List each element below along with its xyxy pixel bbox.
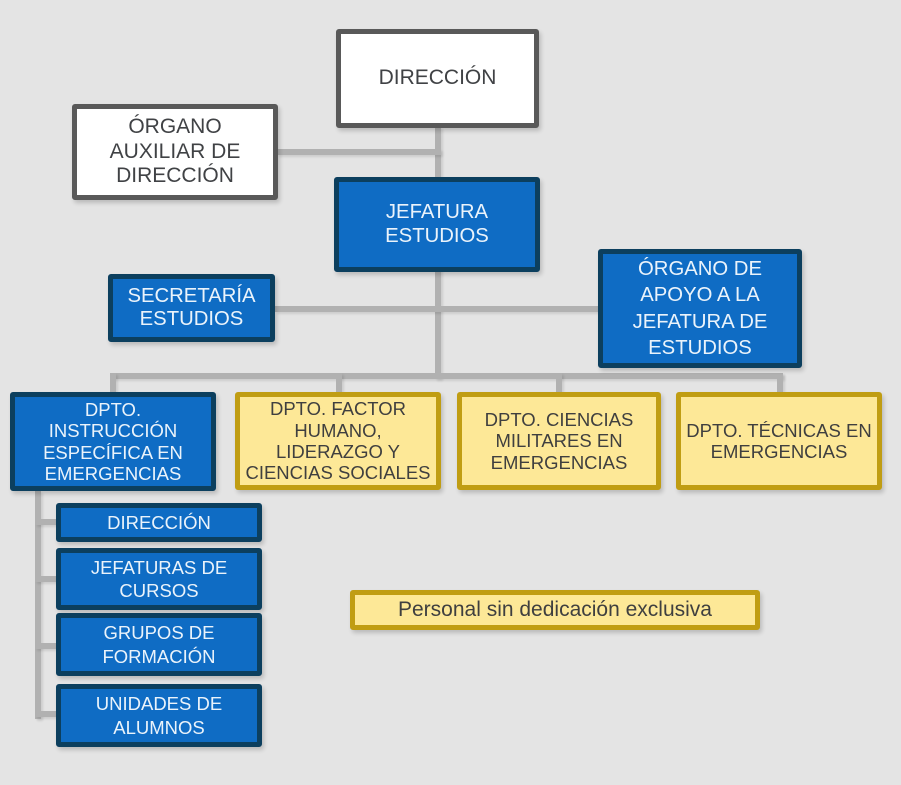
connector-secretaria-apoyo	[275, 306, 598, 312]
node-direccion-sub-label: DIRECCIÓN	[107, 512, 211, 533]
node-secretaria-estudios-label: SECRETARÍA ESTUDIOS	[127, 284, 256, 330]
node-dpto-tecnicas-label: DPTO. TÉCNICAS EN EMERGENCIAS	[686, 419, 872, 462]
connector-stub-dpto-ciencias	[556, 373, 562, 392]
node-dpto-ciencias-militares-label: DPTO. CIENCIAS MILITARES EN EMERGENCIAS	[484, 409, 634, 473]
node-jefaturas-de-cursos: JEFATURAS DE CURSOS	[56, 548, 262, 610]
node-direccion: DIRECCIÓN	[336, 29, 539, 128]
node-grupos-de-formacion-label: GRUPOS DE FORMACIÓN	[102, 622, 216, 667]
node-jefatura-estudios: JEFATURA ESTUDIOS	[334, 177, 540, 272]
connector-instruccion-subtree	[35, 491, 41, 719]
node-dpto-tecnicas: DPTO. TÉCNICAS EN EMERGENCIAS	[676, 392, 882, 490]
connector-stub-dpto-tecnicas	[777, 373, 783, 392]
connector-stub-dpto-instruccion	[110, 373, 116, 392]
node-organo-auxiliar-label: ÓRGANO AUXILIAR DE DIRECCIÓN	[109, 115, 241, 188]
connector-organo-auxiliar	[277, 149, 441, 155]
connector-stub-dpto-factor	[336, 373, 342, 392]
node-secretaria-estudios: SECRETARÍA ESTUDIOS	[108, 274, 275, 342]
node-organo-auxiliar-de-direccion: ÓRGANO AUXILIAR DE DIRECCIÓN	[72, 104, 278, 200]
connector-stub-grupos-formacion	[35, 643, 56, 649]
connector-departments-trunk	[110, 373, 783, 379]
node-dpto-factor-humano-label: DPTO. FACTOR HUMANO, LIDERAZGO Y CIENCIA…	[245, 398, 431, 484]
node-unidades-de-alumnos: UNIDADES DE ALUMNOS	[56, 684, 262, 747]
node-organo-de-apoyo-label: ÓRGANO DE APOYO A LA JEFATURA DE ESTUDIO…	[632, 257, 768, 359]
node-unidades-de-alumnos-label: UNIDADES DE ALUMNOS	[95, 693, 223, 738]
connector-stub-direccion-sub	[35, 519, 56, 525]
connector-stub-jefaturas-cursos	[35, 576, 56, 582]
node-dpto-factor-humano: DPTO. FACTOR HUMANO, LIDERAZGO Y CIENCIA…	[235, 392, 441, 490]
node-grupos-de-formacion: GRUPOS DE FORMACIÓN	[56, 613, 262, 676]
node-direccion-sub: DIRECCIÓN	[56, 503, 262, 542]
node-dpto-instruccion-label: DPTO. INSTRUCCIÓN ESPECÍFICA EN EMERGENC…	[43, 398, 183, 484]
node-jefaturas-de-cursos-label: JEFATURAS DE CURSOS	[90, 556, 228, 601]
node-dpto-ciencias-militares: DPTO. CIENCIAS MILITARES EN EMERGENCIAS	[457, 392, 661, 490]
node-organo-de-apoyo: ÓRGANO DE APOYO A LA JEFATURA DE ESTUDIO…	[598, 249, 802, 368]
connector-stub-unidades-alumnos	[35, 711, 56, 717]
legend-box: Personal sin dedicación exclusiva	[350, 590, 760, 630]
node-dpto-instruccion-especifica: DPTO. INSTRUCCIÓN ESPECÍFICA EN EMERGENC…	[10, 392, 216, 491]
node-jefatura-estudios-label: JEFATURA ESTUDIOS	[385, 201, 489, 247]
legend-label: Personal sin dedicación exclusiva	[397, 598, 712, 621]
node-direccion-label: DIRECCIÓN	[378, 66, 497, 90]
